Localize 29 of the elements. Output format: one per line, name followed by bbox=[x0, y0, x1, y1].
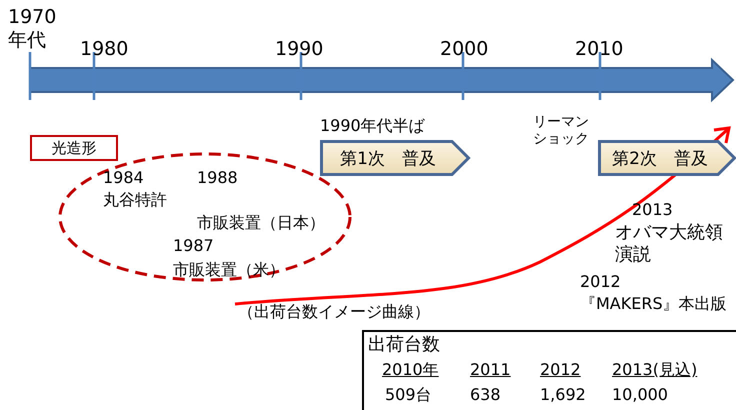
event-label: 『MAKERS』本出版 bbox=[580, 294, 727, 314]
table-cell: 638 bbox=[470, 385, 501, 404]
table-cell: 2012 bbox=[540, 360, 581, 380]
event-text: 1984 bbox=[103, 168, 144, 188]
table-cell: 10,000 bbox=[612, 385, 668, 404]
year-label: 2010 bbox=[575, 38, 624, 61]
chevron-shape: 第1次 普及 bbox=[320, 140, 470, 176]
year-label: 1970 年代 bbox=[8, 6, 54, 52]
event-text: 丸谷特許 bbox=[103, 190, 167, 210]
event-text: 1987 bbox=[173, 236, 214, 256]
table-cell: 2011 bbox=[470, 360, 511, 380]
table-cell: 509台 bbox=[385, 385, 432, 404]
event-label: オバマ大統領演説 bbox=[615, 222, 724, 266]
curve-label: （出荷台数イメージ曲線） bbox=[238, 302, 430, 322]
period-label: 1990年代半ば bbox=[320, 116, 425, 136]
event-text: 1988 bbox=[197, 168, 238, 188]
year-label: 1980 bbox=[80, 38, 128, 61]
table-cell: 1,692 bbox=[540, 385, 586, 404]
table-title: 出荷台数 bbox=[368, 334, 440, 356]
year-label: 2000 bbox=[440, 38, 488, 61]
table-cell: 2010年 bbox=[382, 360, 439, 380]
event-label: 2012 bbox=[580, 272, 621, 292]
chevron-shape: 第2次 普及 bbox=[598, 140, 736, 176]
event-text: 市販装置（日本） bbox=[197, 213, 325, 232]
event-label: リーマンショック bbox=[533, 114, 590, 148]
year-label: 1990 bbox=[275, 38, 324, 61]
event-label: 2013 bbox=[632, 200, 673, 220]
table-cell: 2013(見込) bbox=[612, 360, 698, 380]
label-box: 光造形 bbox=[30, 135, 118, 161]
